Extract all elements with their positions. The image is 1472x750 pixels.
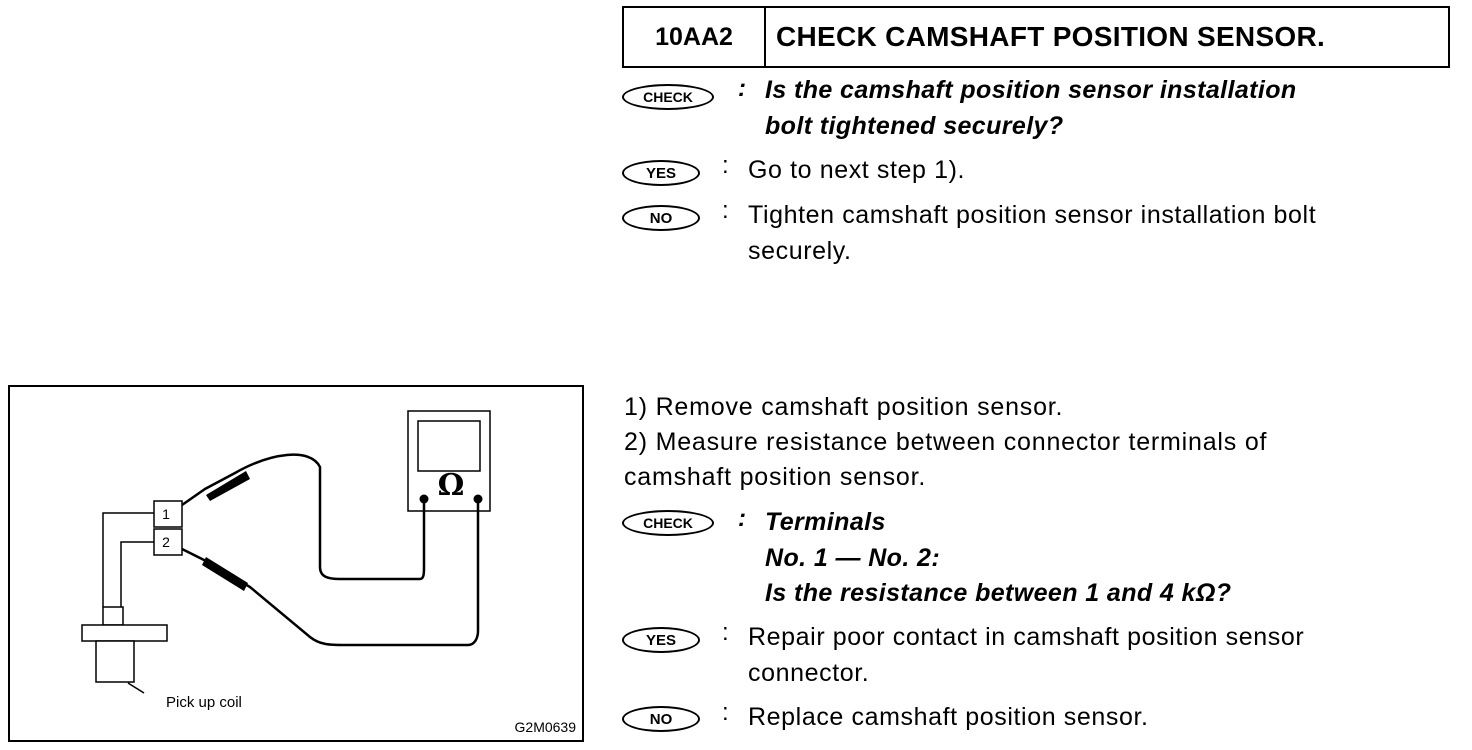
check-badge: CHECK bbox=[622, 84, 714, 110]
figure-id: G2M0639 bbox=[515, 719, 577, 735]
yes-answer-line2: connector. bbox=[748, 659, 870, 687]
terminal-1-label: 1 bbox=[162, 506, 170, 522]
procedure-line1: 1) Remove camshaft position sensor. bbox=[624, 393, 1064, 421]
no-answer-line1: Tighten camshaft position sensor install… bbox=[748, 201, 1317, 229]
wiring-diagram: 1 2 Ω Pick up coil G2M0639 bbox=[81, 410, 577, 735]
check-badge: CHECK bbox=[622, 510, 714, 536]
check-question-line2: bolt tightened securely? bbox=[765, 112, 1064, 140]
no-answer: Replace camshaft position sensor. bbox=[748, 703, 1149, 731]
step-title: CHECK CAMSHAFT POSITION SENSOR. bbox=[776, 21, 1326, 52]
wiring-diagram-figure: 1 2 Ω Pick up coil G2M0639 bbox=[8, 385, 584, 742]
check-question-line1: Is the camshaft position sensor installa… bbox=[765, 76, 1297, 104]
yes-badge: YES bbox=[622, 160, 700, 186]
yes-answer: Go to next step 1). bbox=[748, 156, 966, 184]
no-answer-line2: securely. bbox=[748, 237, 852, 265]
step-header: 10AA2 CHECK CAMSHAFT POSITION SENSOR. bbox=[622, 6, 1450, 68]
procedure-line3: camshaft position sensor. bbox=[624, 463, 927, 491]
check-terminal-pair: No. 1 — No. 2: bbox=[765, 544, 941, 572]
colon: : bbox=[738, 505, 746, 532]
yes-answer-line1: Repair poor contact in camshaft position… bbox=[748, 623, 1305, 651]
colon: : bbox=[722, 152, 729, 179]
colon: : bbox=[722, 619, 729, 646]
ohm-symbol: Ω bbox=[438, 468, 465, 503]
step-code: 10AA2 bbox=[624, 8, 766, 66]
pick-up-coil-label: Pick up coil bbox=[166, 694, 242, 711]
colon: : bbox=[738, 75, 746, 102]
colon: : bbox=[722, 699, 729, 726]
check-terminals: Terminals bbox=[765, 508, 886, 536]
no-badge: NO bbox=[622, 205, 700, 231]
no-badge: NO bbox=[622, 706, 700, 732]
procedure-line2: 2) Measure resistance between connector … bbox=[624, 428, 1268, 456]
check-resistance-question: Is the resistance between 1 and 4 kΩ? bbox=[765, 579, 1232, 607]
colon: : bbox=[722, 197, 729, 224]
yes-badge: YES bbox=[622, 627, 700, 653]
terminal-2-label: 2 bbox=[162, 534, 170, 550]
